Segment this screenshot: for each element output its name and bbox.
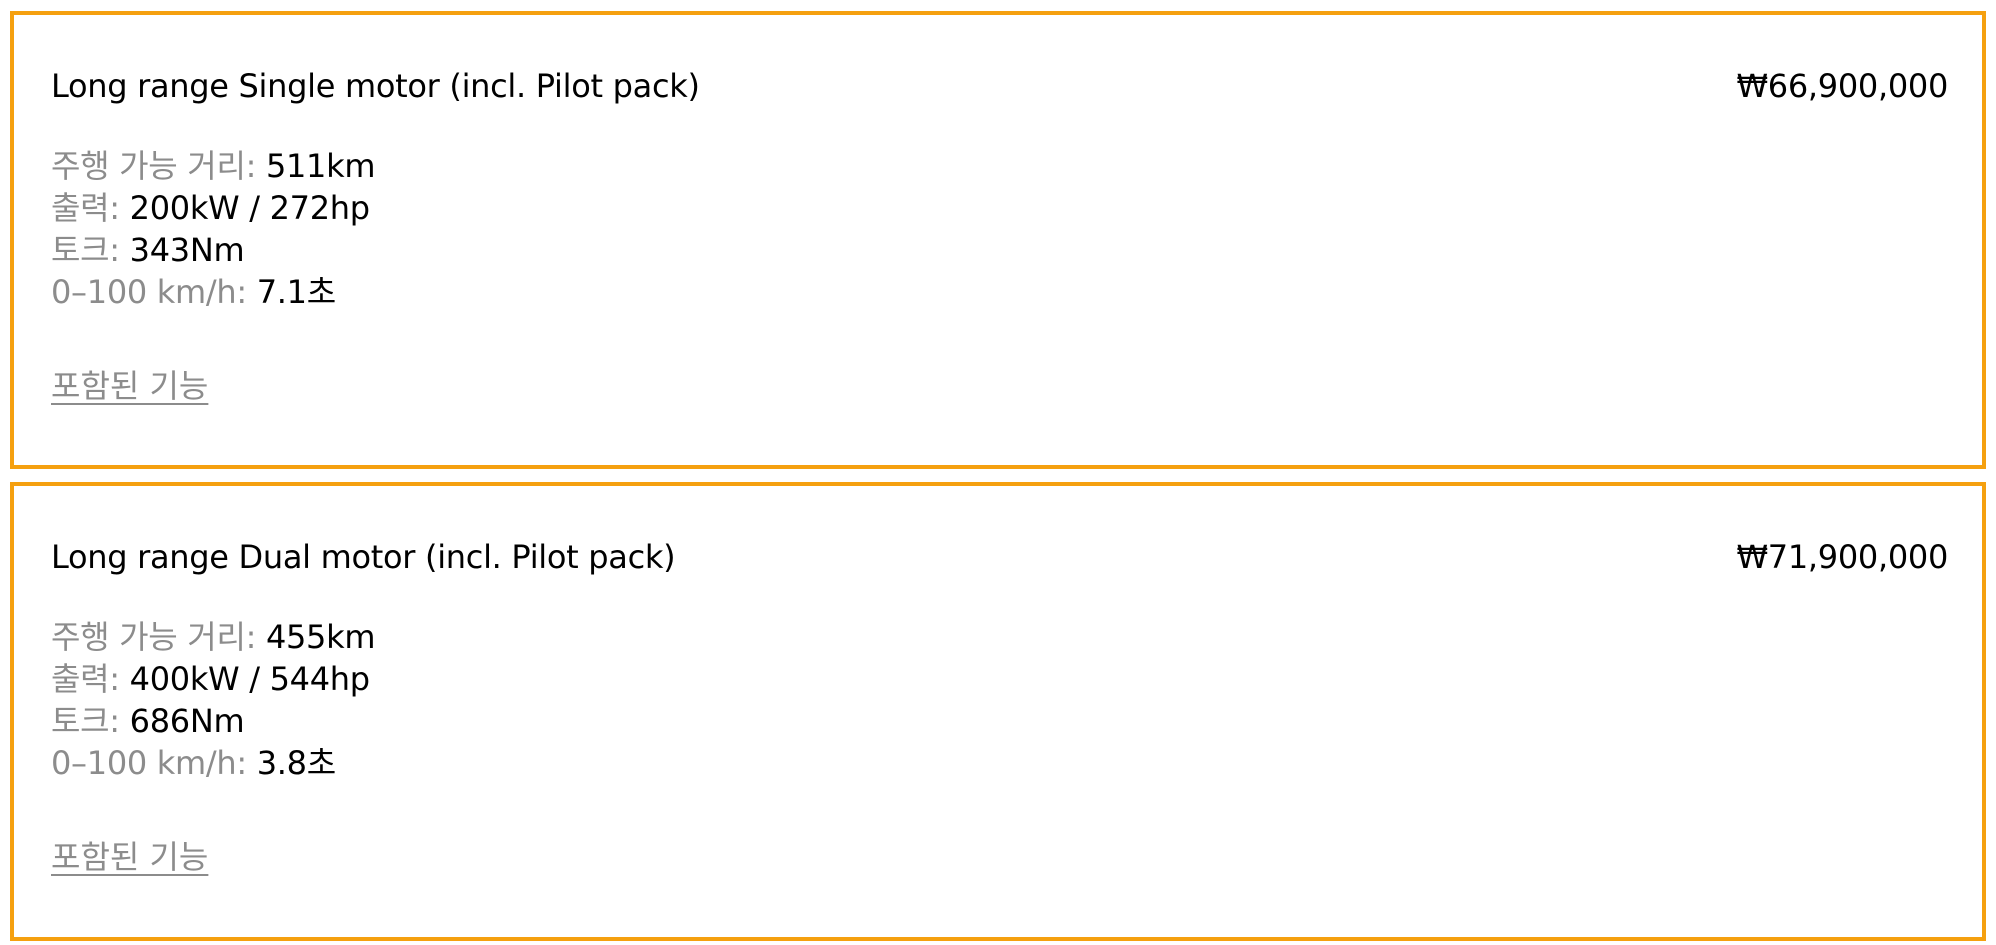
spec-power: 출력: 400kW / 544hp bbox=[51, 658, 375, 700]
spec-label: 토크: bbox=[51, 231, 130, 269]
included-features-link[interactable]: 포함된 기능 bbox=[51, 367, 209, 405]
spec-range: 주행 가능 거리: 511km bbox=[51, 145, 376, 187]
variant-name: Long range Dual motor (incl. Pilot pack) bbox=[51, 538, 676, 576]
spec-value: 455km bbox=[265, 618, 376, 656]
spec-list: 주행 가능 거리: 455km 출력: 400kW / 544hp 토크: 68… bbox=[51, 616, 376, 784]
spec-label: 토크: bbox=[51, 702, 130, 740]
spec-label: 주행 가능 거리: bbox=[51, 618, 266, 656]
spec-list: 주행 가능 거리: 511km 출력: 200kW / 272hp 토크: 34… bbox=[51, 145, 376, 313]
spec-acceleration: 0–100 km/h: 3.8초 bbox=[51, 742, 375, 784]
spec-value: 686Nm bbox=[129, 702, 245, 740]
variant-price: ₩71,900,000 bbox=[1736, 538, 1948, 576]
variant-name: Long range Single motor (incl. Pilot pac… bbox=[51, 67, 700, 105]
spec-label: 출력: bbox=[51, 660, 130, 698]
spec-label: 출력: bbox=[51, 189, 130, 227]
variant-price: ₩66,900,000 bbox=[1736, 67, 1948, 105]
spec-range: 주행 가능 거리: 455km bbox=[51, 616, 376, 658]
spec-acceleration: 0–100 km/h: 7.1초 bbox=[51, 271, 375, 313]
spec-label: 0–100 km/h: bbox=[51, 273, 257, 311]
spec-label: 0–100 km/h: bbox=[51, 744, 257, 782]
spec-torque: 토크: 343Nm bbox=[51, 229, 375, 271]
spec-value: 511km bbox=[265, 147, 376, 185]
spec-value: 400kW / 544hp bbox=[129, 660, 370, 698]
spec-value: 200kW / 272hp bbox=[129, 189, 370, 227]
included-features-link[interactable]: 포함된 기능 bbox=[51, 838, 209, 876]
spec-value: 7.1초 bbox=[256, 273, 336, 311]
spec-label: 주행 가능 거리: bbox=[51, 147, 266, 185]
spec-value: 3.8초 bbox=[256, 744, 336, 782]
variant-card-dual-motor[interactable]: Long range Dual motor (incl. Pilot pack)… bbox=[10, 482, 1986, 941]
variant-card-single-motor[interactable]: Long range Single motor (incl. Pilot pac… bbox=[10, 11, 1986, 469]
spec-torque: 토크: 686Nm bbox=[51, 700, 375, 742]
spec-value: 343Nm bbox=[129, 231, 245, 269]
spec-power: 출력: 200kW / 272hp bbox=[51, 187, 375, 229]
